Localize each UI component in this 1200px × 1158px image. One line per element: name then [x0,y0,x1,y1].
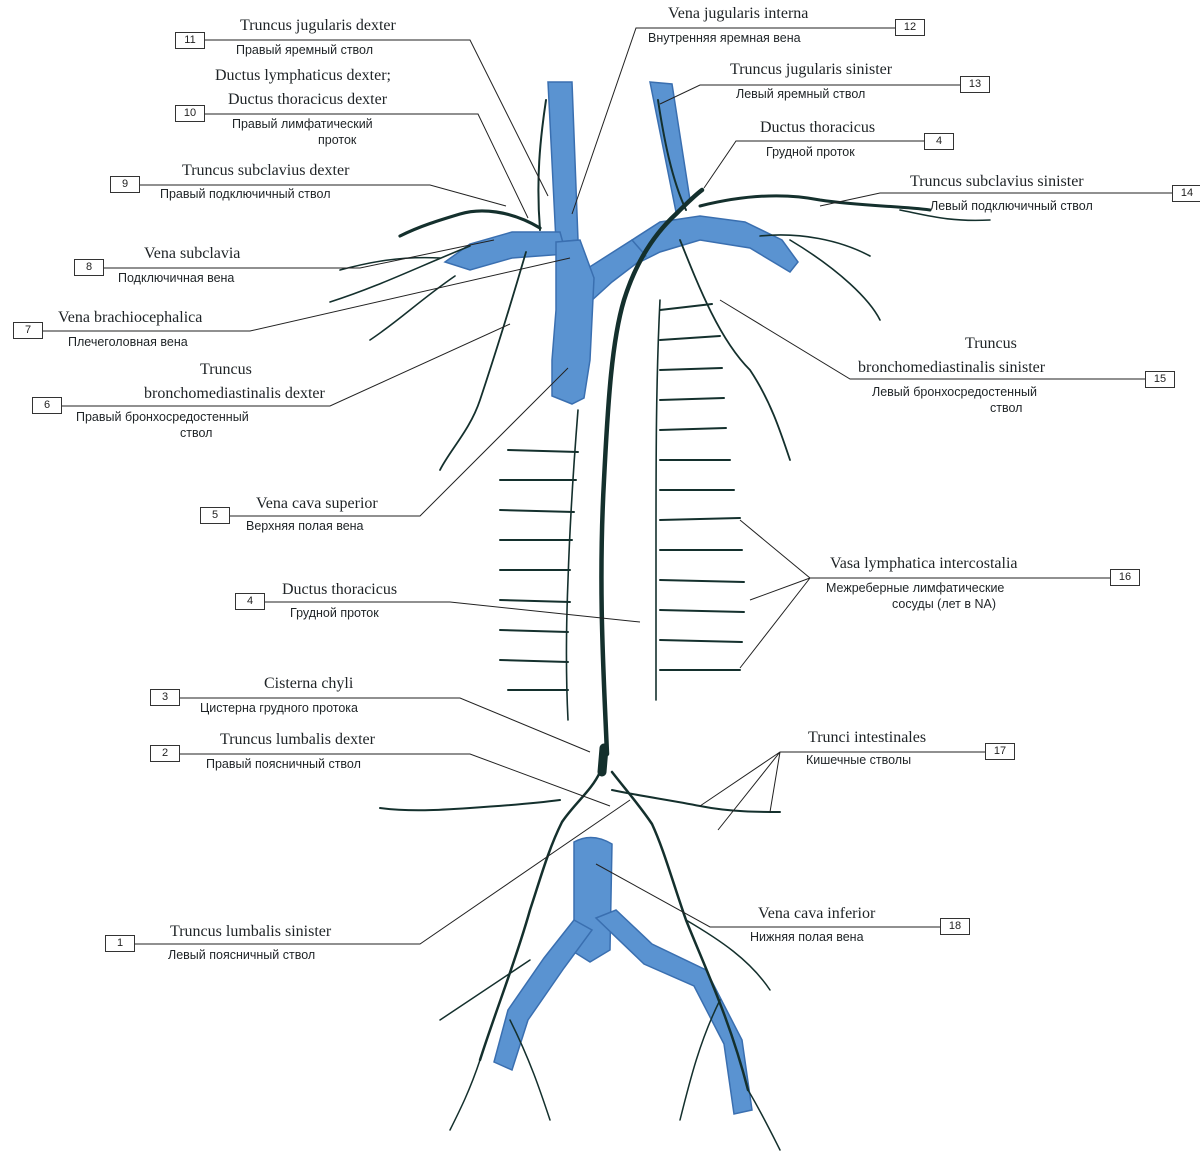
label-4-top-latin: Ductus thoracicus [760,120,875,136]
label-13-latin: Truncus jugularis sinister [730,62,892,78]
label-1-latin: Truncus lumbalis sinister [170,924,331,940]
right-subclavian-vein [445,232,566,270]
label-9-russian: Правый подключичный ствол [160,188,331,201]
label-4-top-russian: Грудной проток [766,146,855,159]
left-internal-jugular-vein [650,82,690,212]
label-17-latin: Trunci intestinales [808,730,926,746]
callout-number-1: 1 [105,935,135,952]
callout-number-17: 17 [985,743,1015,760]
callout-number-2: 2 [150,745,180,762]
label-9-latin: Truncus subclavius dexter [182,163,349,179]
left-subclavian-trunk [700,196,930,210]
superior-vena-cava [552,240,594,404]
label-18-latin: Vena cava inferior [758,906,875,922]
label-10-russian-line1: Правый лимфатический [232,118,373,131]
label-12-russian: Внутренняя яремная вена [648,32,801,45]
label-14-russian: Левый подключичный ствол [930,200,1093,213]
label-6-latin-line1: Truncus [200,362,252,378]
callout-number-12: 12 [895,19,925,36]
label-15-latin-line1: Truncus [965,336,1017,352]
callout-number-6: 6 [32,397,62,414]
label-8-latin: Vena subclavia [144,246,240,262]
label-6-russian-line1: Правый бронхосредостенный [76,411,249,424]
label-16-russian-line1: Межреберные лимфатические [826,582,1004,595]
callout-number-4-top: 4 [924,133,954,150]
label-17-russian: Кишечные стволы [806,754,911,767]
label-14-latin: Truncus subclavius sinister [910,174,1084,190]
label-7-russian: Плечеголовная вена [68,336,188,349]
callout-number-4-mid: 4 [235,593,265,610]
right-jugular-trunk [538,100,546,230]
label-4-mid-latin: Ductus thoracicus [282,582,397,598]
label-13-russian: Левый яремный ствол [736,88,865,101]
callout-number-13: 13 [960,76,990,93]
right-common-iliac-vein [494,920,592,1070]
label-6-latin-line2: bronchomediastinalis dexter [144,386,325,402]
callout-number-3: 3 [150,689,180,706]
venous-system [445,82,798,1114]
callout-number-16: 16 [1110,569,1140,586]
lymphatic-network [330,100,990,1150]
label-18-russian: Нижняя полая вена [750,931,864,944]
label-3-russian: Цистерна грудного протока [200,702,358,715]
label-3-latin: Cisterna chyli [264,676,353,692]
callout-number-5: 5 [200,507,230,524]
label-15-russian-line2: ствол [990,402,1022,415]
label-5-russian: Верхняя полая вена [246,520,364,533]
label-6-russian-line2: ствол [180,427,212,440]
right-paravertebral-chain [567,410,579,720]
callout-number-15: 15 [1145,371,1175,388]
right-internal-jugular-vein [548,82,578,242]
callout-number-7: 7 [13,322,43,339]
label-16-latin: Vasa lymphatica intercostalia [830,556,1017,572]
label-10-latin-line2: Ductus thoracicus dexter [228,92,387,108]
callout-number-10: 10 [175,105,205,122]
label-11-latin: Truncus jugularis dexter [240,18,396,34]
left-bronchomediastinal-trunk [680,240,790,460]
label-2-russian: Правый поясничный ствол [206,758,361,771]
label-7-latin: Vena brachiocephalica [58,310,202,326]
label-11-russian: Правый яремный ствол [236,44,373,57]
left-common-iliac-vein [596,910,752,1114]
callout-number-8: 8 [74,259,104,276]
label-2-latin: Truncus lumbalis dexter [220,732,375,748]
cisterna-chyli [602,748,604,772]
label-10-russian-line2: проток [318,134,356,147]
label-8-russian: Подключичная вена [118,272,234,285]
label-12-latin: Vena jugularis interna [668,6,808,22]
callout-number-11: 11 [175,32,205,49]
label-15-latin-line2: bronchomediastinalis sinister [858,360,1045,376]
callout-number-18: 18 [940,918,970,935]
intercostal-vessels [500,304,744,690]
left-subclavian-vein [632,216,798,272]
callout-number-9: 9 [110,176,140,193]
label-15-russian-line1: Левый бронхосредостенный [872,386,1037,399]
label-10-latin-line1: Ductus lymphaticus dexter; [215,68,391,84]
label-16-russian-line2: сосуды (лет в NA) [892,598,996,611]
label-1-russian: Левый поясничный ствол [168,949,315,962]
label-4-mid-russian: Грудной проток [290,607,379,620]
callout-number-14: 14 [1172,185,1200,202]
label-5-latin: Vena cava superior [256,496,378,512]
